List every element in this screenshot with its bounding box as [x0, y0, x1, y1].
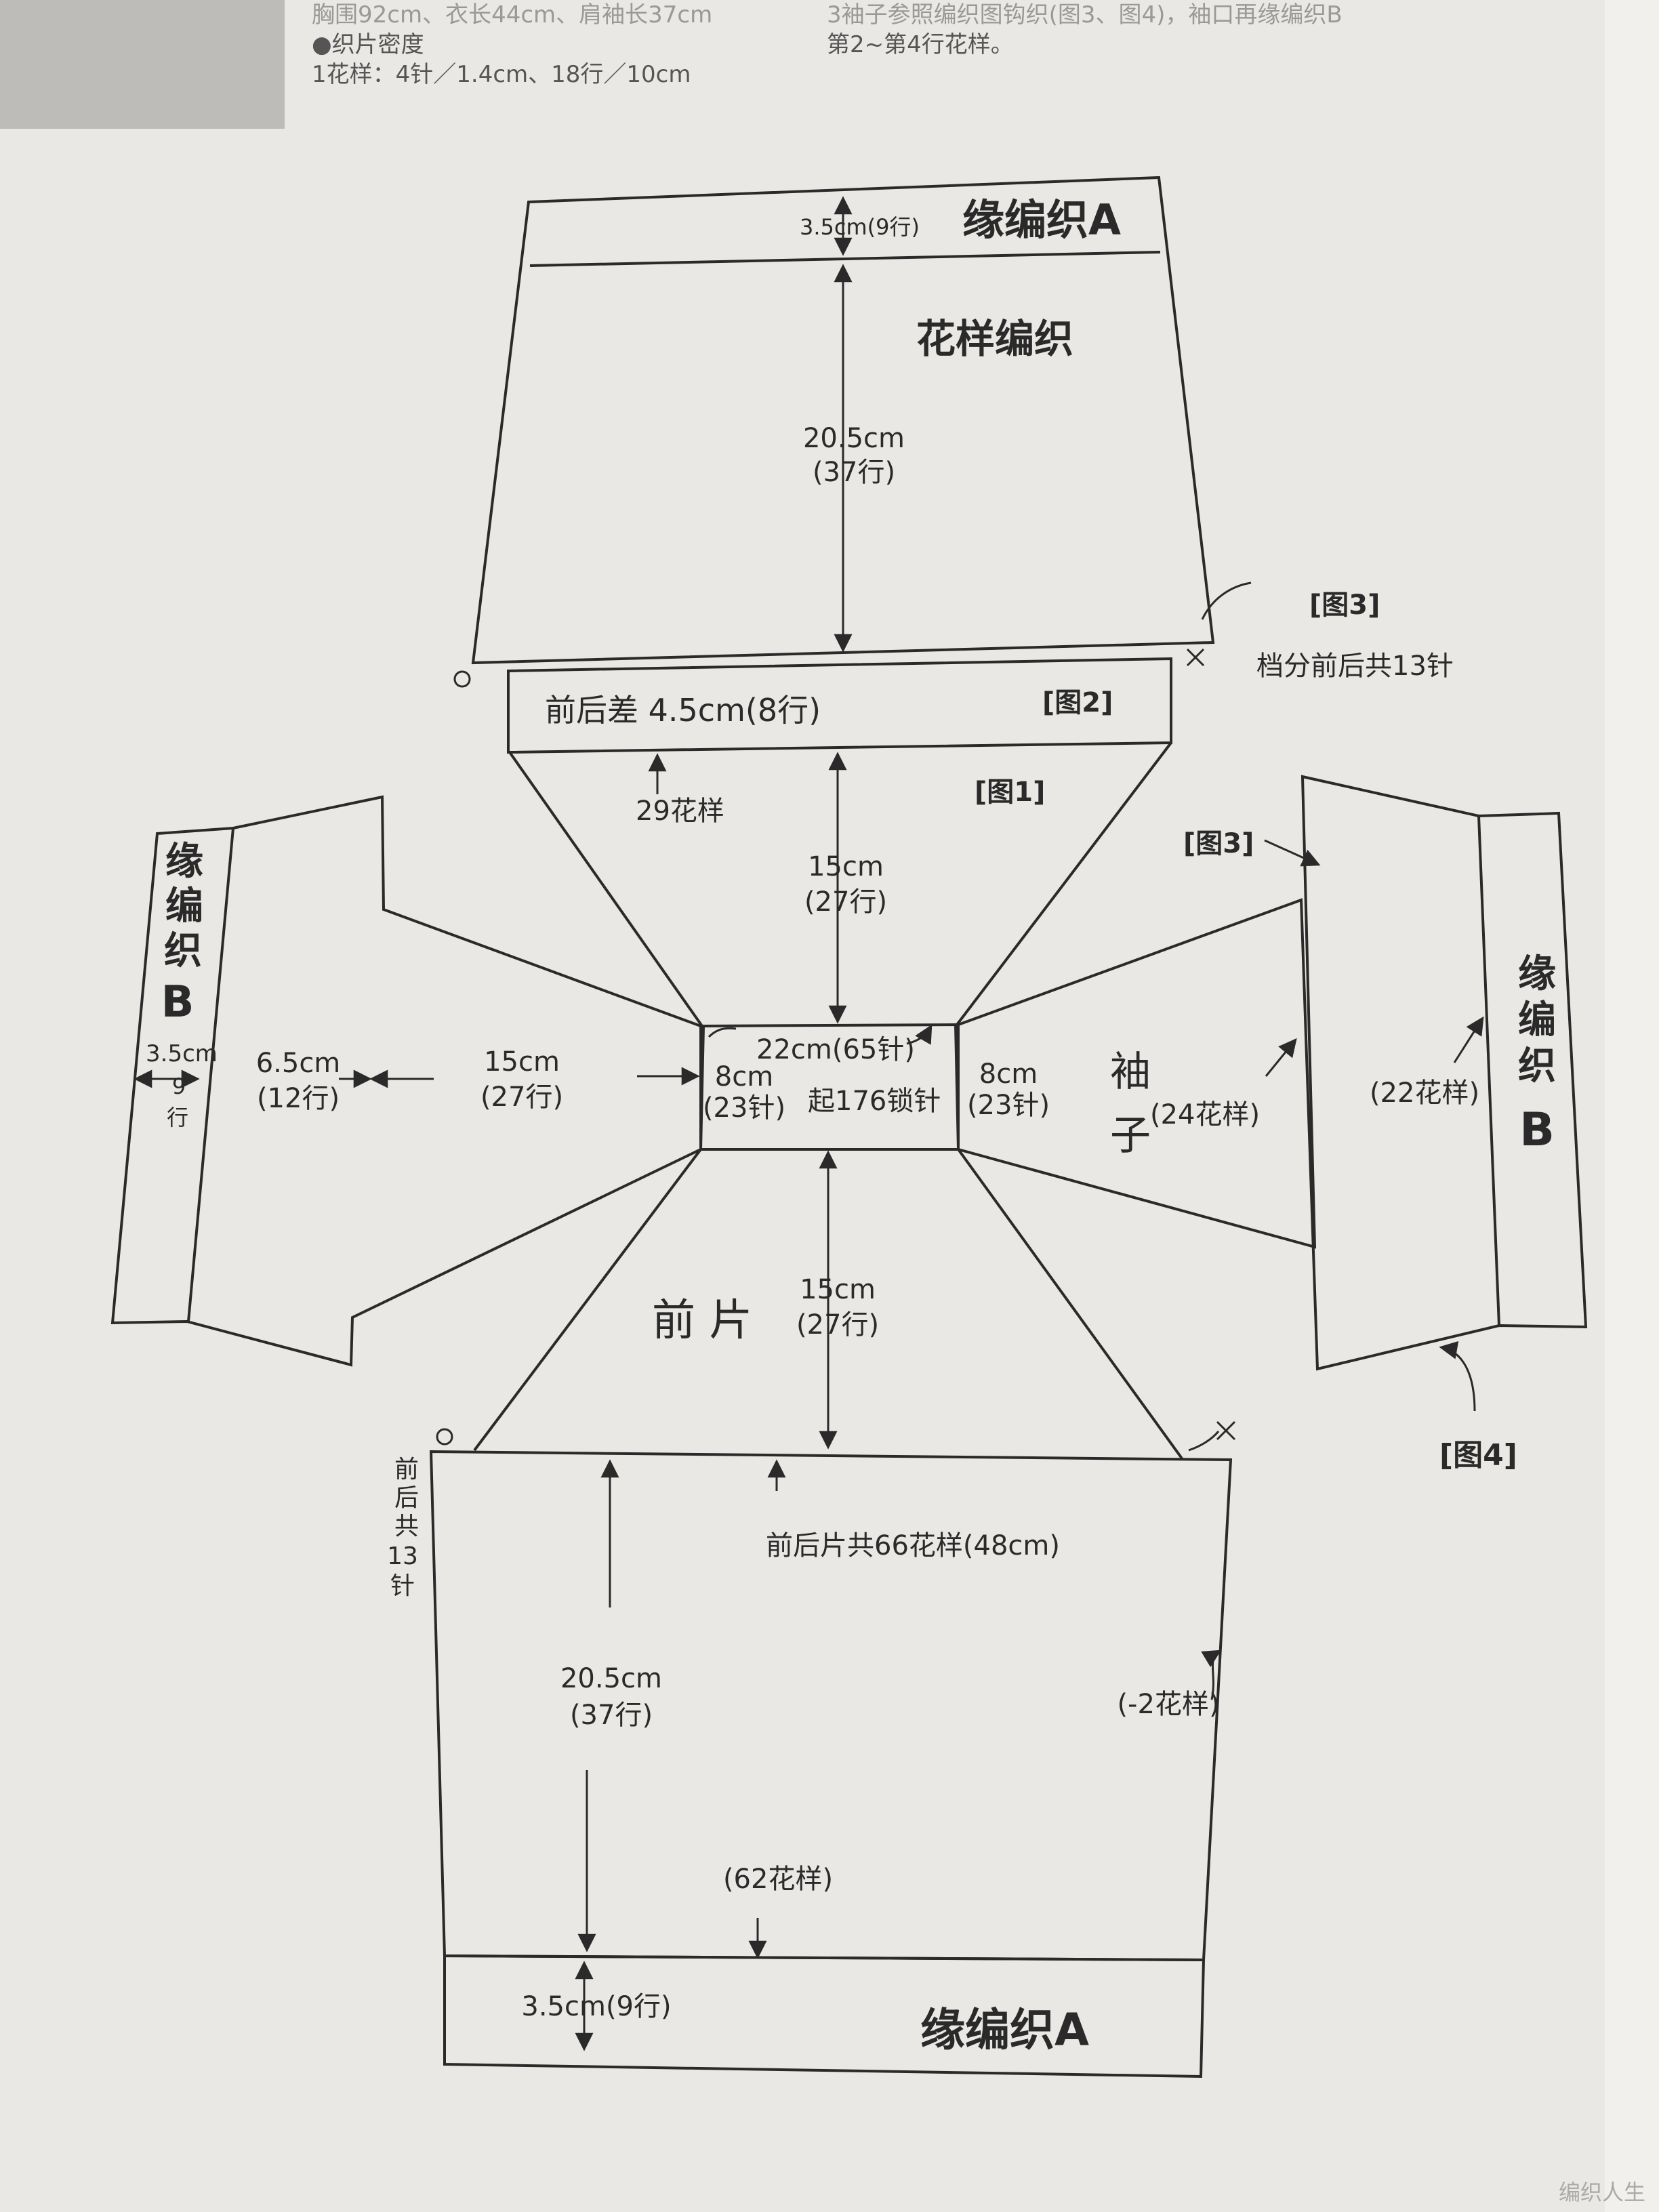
left-border-char: 缘 — [165, 840, 203, 884]
sleeve-22-patterns: (22花样) — [1370, 1078, 1479, 1109]
sleeve-24-patterns: (24花样) — [1150, 1099, 1260, 1130]
left-border-rows-unit: 行 — [167, 1105, 188, 1130]
front-side-note-char: 13 — [387, 1542, 418, 1570]
left-border-char: 织 — [164, 929, 202, 973]
arrow-decrease — [1201, 1650, 1222, 1700]
yoke-top-cm: 15cm — [808, 851, 884, 882]
left-mid-cm: 6.5cm — [256, 1048, 341, 1079]
back-border-divider — [529, 251, 1161, 267]
header-instruction-line2: 第2~第4行花样。 — [827, 31, 1014, 59]
left-sleeve-outline — [110, 795, 702, 1367]
yoke-top-rows: (27行) — [804, 886, 887, 918]
right-border-char: 编 — [1518, 998, 1556, 1042]
center-right-st: (23针) — [967, 1090, 1050, 1121]
right-border-char: 缘 — [1518, 952, 1556, 996]
front-side-note-char: 共 — [394, 1513, 419, 1540]
cross-curl — [1188, 1431, 1220, 1452]
yoke-top-patterns: 29花样 — [636, 796, 724, 827]
center-width: 22cm(65针) — [756, 1034, 915, 1065]
back-pattern-label: 花样编织 — [916, 316, 1073, 362]
front-piece-label: 前 片 — [652, 1296, 752, 1346]
front-border-label: 缘编织A — [920, 2004, 1089, 2056]
header-gauge-title: ●织片密度 — [312, 31, 424, 59]
yoke-bottom-rows: (27行) — [796, 1309, 879, 1340]
photo-corner — [0, 0, 285, 129]
yoke-line — [957, 1148, 1183, 1460]
header-right: 3袖子参照编织图钩织(图3、图4)，袖口再缘编织B 第2~第4行花样。 — [827, 0, 1343, 60]
cross-mark — [1186, 648, 1205, 667]
back-border-label: 缘编织A — [962, 195, 1121, 245]
gusset-note: 档分前后共13针 — [1256, 651, 1454, 682]
back-height-cm: 20.5cm — [803, 423, 905, 454]
arrow-fig3-right — [1264, 839, 1321, 867]
front-side-note-char: 针 — [390, 1572, 415, 1600]
fig2-label: [图2] — [1042, 687, 1113, 718]
yoke-bottom-cm: 15cm — [800, 1274, 876, 1305]
back-border-height: 3.5cm(9行) — [800, 214, 920, 240]
left-mid-rows: (12行) — [257, 1083, 340, 1114]
circle-mark — [453, 670, 471, 688]
front-border-height: 3.5cm(9行) — [521, 1991, 671, 2022]
front-side-note-char: 前 — [394, 1456, 419, 1483]
curl-center-right — [906, 1024, 933, 1045]
header-size-line: 胸围92cm、衣长44cm、肩袖长37cm — [312, 1, 713, 28]
right-sleeve-border-line — [1477, 815, 1500, 1326]
fig1-label: [图1] — [975, 777, 1045, 808]
yoke-line — [473, 1148, 702, 1452]
arrow-22-patterns — [1453, 1016, 1484, 1063]
sleeve-char: 袖 — [1110, 1048, 1151, 1096]
right-border-char: B — [1519, 1103, 1555, 1157]
curl-fig3-back — [1201, 581, 1252, 620]
curl-center-left — [708, 1027, 737, 1038]
back-height-rows: (37行) — [813, 457, 895, 488]
left-border-cm: 3.5cm — [146, 1040, 218, 1067]
left-inner-rows: (27行) — [480, 1082, 563, 1113]
header-gauge-line: 1花样：4针／1.4cm、18行／10cm — [312, 61, 691, 89]
arrow-24-patterns — [1265, 1038, 1297, 1077]
sleeve-char: 子 — [1110, 1112, 1151, 1160]
circle-mark — [436, 1428, 453, 1446]
header-left: 胸围92cm、衣长44cm、肩袖长37cm ●织片密度 1花样：4针／1.4cm… — [312, 0, 712, 90]
front-height-cm: 20.5cm — [560, 1663, 662, 1694]
yoke-line — [508, 751, 703, 1027]
center-left-cm: 8cm — [715, 1061, 773, 1092]
front-side-note-char: 后 — [394, 1484, 419, 1512]
left-inner-cm: 15cm — [484, 1046, 560, 1078]
left-border-char: B — [161, 977, 194, 1027]
fig3-sleeve-label: [图3] — [1183, 828, 1254, 859]
left-border-char: 编 — [165, 884, 203, 928]
front-total-patterns: 前后片共66花样(48cm) — [766, 1530, 1060, 1561]
header-instruction-line1: 3袖子参照编织图钩织(图3、图4)，袖口再缘编织B — [827, 1, 1343, 28]
cross-mark — [1216, 1420, 1236, 1441]
right-sleeve-outline — [957, 775, 1588, 1371]
front-border — [443, 1954, 1206, 2078]
watermark: 编织人生 — [1558, 2179, 1645, 2205]
back-diff-label: 前后差 4.5cm(8行) — [545, 692, 821, 729]
right-border-char: 织 — [1518, 1044, 1556, 1088]
back-piece-outline — [471, 176, 1215, 665]
page-edge — [1605, 0, 1659, 2212]
fig3-back-label: [图3] — [1309, 590, 1380, 621]
front-height-rows: (37行) — [570, 1700, 653, 1731]
left-sleeve-border-line — [187, 827, 234, 1322]
center-left-st: (23针) — [703, 1092, 785, 1124]
center-chain: 起176锁针 — [808, 1086, 941, 1117]
fig4-label: [图4] — [1439, 1438, 1517, 1473]
arrow-fig4 — [1439, 1340, 1476, 1412]
center-right-cm: 8cm — [979, 1059, 1038, 1090]
yoke-line — [956, 741, 1172, 1026]
front-decrease: (-2花样) — [1117, 1689, 1219, 1720]
left-border-rows: 9 — [172, 1073, 186, 1099]
front-bottom-patterns: (62花样) — [723, 1864, 833, 1895]
